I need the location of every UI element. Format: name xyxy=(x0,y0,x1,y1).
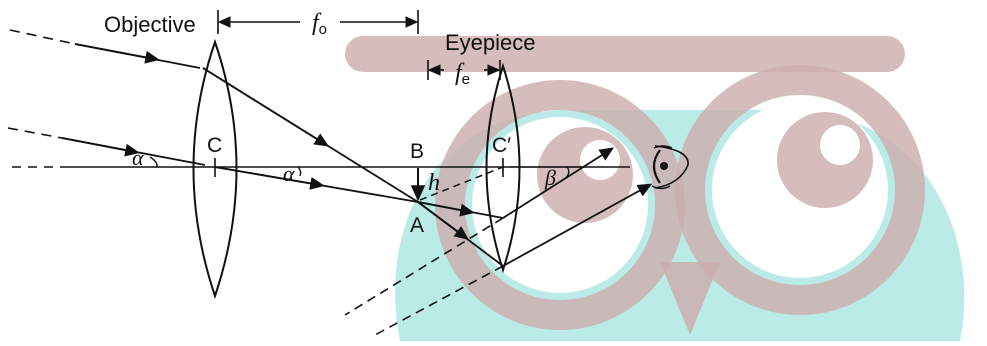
eyepiece-ray-upper xyxy=(417,147,615,219)
eyepiece-center-label: C′ xyxy=(492,134,511,157)
objective-focal-length-dimension xyxy=(217,10,419,34)
objective-label: Objective xyxy=(104,12,196,37)
alpha-incoming-label: α xyxy=(132,145,144,170)
alpha-incoming-arc xyxy=(149,156,158,168)
backward-extension-upper xyxy=(344,217,504,316)
eyepiece-focal-length-label: fe xyxy=(455,60,470,88)
refracted-ray-lower xyxy=(214,166,419,203)
watermark-left-eye-ring xyxy=(435,80,685,330)
eyepiece-label: Eyepiece xyxy=(445,30,536,55)
watermark-right-eye-ring xyxy=(675,65,925,315)
beta-label: β xyxy=(544,165,556,190)
point-b-label: B xyxy=(410,140,424,163)
objective-focal-length-label: fo xyxy=(312,10,327,38)
backward-extension-lower xyxy=(374,265,504,336)
watermark-right-highlight xyxy=(820,125,860,165)
objective-lens xyxy=(192,38,238,300)
eye-icon xyxy=(651,145,689,190)
alpha-internal-arc xyxy=(297,166,302,177)
watermark-left-highlight xyxy=(580,140,620,180)
height-label: h xyxy=(428,170,440,196)
watermark-beak xyxy=(660,262,720,335)
incoming-ray-lower xyxy=(7,127,206,166)
watermark-brow-bar xyxy=(345,36,905,72)
point-a-label: A xyxy=(410,214,424,237)
objective-center-label: C xyxy=(207,134,222,157)
beta-arc xyxy=(565,166,570,179)
image-to-eyepiece-dashed xyxy=(419,166,504,201)
alpha-internal-label: α xyxy=(283,161,295,186)
watermark-right-pupil xyxy=(777,112,873,208)
refracted-ray-upper xyxy=(202,67,419,203)
incoming-ray-upper xyxy=(9,29,201,69)
eyepiece-ray-lower xyxy=(417,183,653,267)
eyepiece-focal-length-dimension xyxy=(427,60,501,80)
eyepiece-lens xyxy=(485,62,521,274)
